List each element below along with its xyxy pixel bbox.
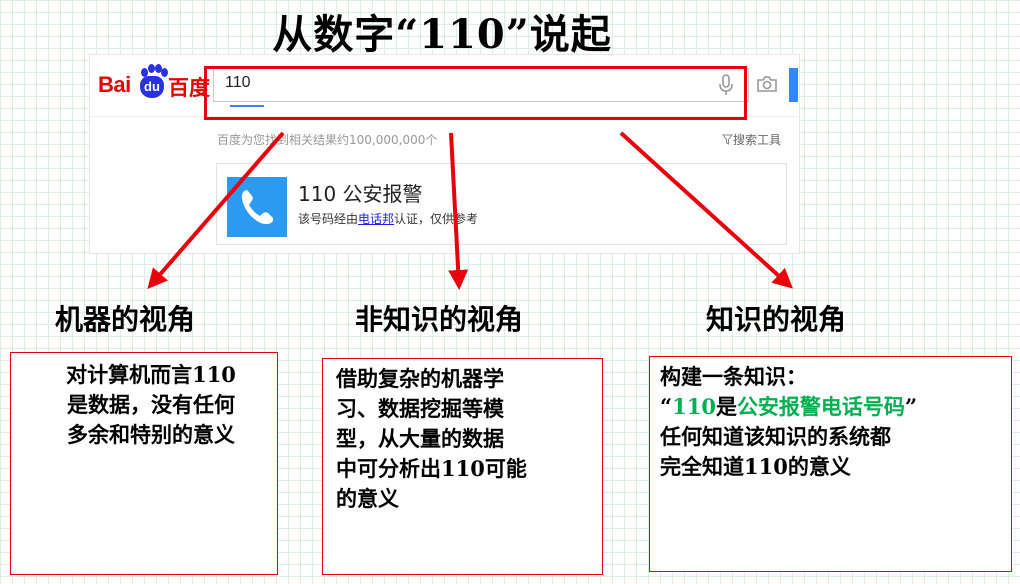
logo-text-baidu: 百度 [168, 76, 210, 100]
search-input[interactable] [213, 68, 749, 102]
nonknowledge-view-box [322, 358, 603, 575]
knowledge-view-text: 构建一条知识： “110是公安报警电话号码” 任何知道该知识的系统都 完全知道1… [660, 362, 1012, 482]
phone-bang-link[interactable]: 电话邦 [358, 212, 395, 226]
logo-text-du: du [140, 76, 164, 98]
search-button[interactable] [789, 68, 798, 102]
text-line: 借助复杂的机器学 [336, 366, 504, 391]
phone-icon [227, 177, 287, 237]
divider [89, 116, 798, 117]
heading-machine-view: 机器的视角 [55, 303, 196, 336]
text-line: 多余和特别的意义 [67, 422, 235, 447]
knowledge-quote: “110是公安报警电话号码” [660, 394, 918, 419]
baidu-logo[interactable]: Bai du 百度 [96, 63, 216, 103]
funnel-icon [721, 134, 734, 145]
knowledge-view-box [649, 356, 1012, 572]
text-line: 任何知道该知识的系统都 [660, 424, 891, 449]
text-line: 中可分析出110可能 [336, 456, 527, 481]
tab-underline [230, 105, 264, 107]
search-tools-button[interactable]: 搜索工具 [721, 131, 782, 148]
machine-view-box [10, 352, 278, 575]
text-line: 习、数据挖掘等模 [336, 396, 504, 421]
camera-icon[interactable] [756, 74, 778, 94]
text-line: 型，从大量的数据 [336, 426, 504, 451]
text-line: 是数据，没有任何 [67, 392, 235, 417]
mic-icon[interactable] [718, 74, 734, 96]
text-line: 对计算机而言110 [66, 362, 236, 387]
nonknowledge-view-text: 借助复杂的机器学 习、数据挖掘等模 型，从大量的数据 中可分析出110可能 的意… [336, 364, 598, 514]
slide-title: 从数字“110”说起 [272, 11, 612, 58]
result-count: 百度为您找到相关结果约100,000,000个 [217, 133, 438, 147]
machine-view-text: 对计算机而言110 是数据，没有任何 多余和特别的意义 [26, 360, 276, 450]
search-tools-label: 搜索工具 [733, 133, 782, 147]
logo-text-bai: Bai [98, 72, 131, 97]
query-highlight [204, 66, 747, 120]
search-query: 110 [225, 74, 251, 91]
heading-knowledge-view: 知识的视角 [706, 303, 847, 336]
result-subtitle: 该号码经由电话邦认证，仅供参考 [298, 212, 479, 226]
text-line: 的意义 [336, 486, 399, 511]
text-line: 完全知道110的意义 [660, 454, 851, 479]
heading-nonknowledge-view: 非知识的视角 [355, 303, 524, 336]
text-line: 构建一条知识： [660, 364, 807, 389]
result-title[interactable]: 110 公安报警 [298, 182, 423, 206]
